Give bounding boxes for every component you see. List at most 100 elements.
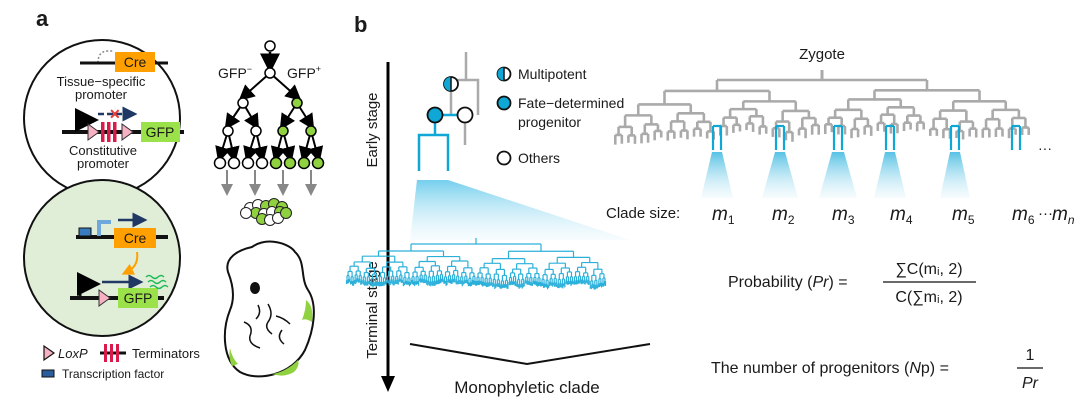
ellipsis: ··· bbox=[1038, 140, 1052, 156]
fate-determined-legend-icon bbox=[496, 95, 512, 111]
clade-size-dots: ··· bbox=[1038, 205, 1053, 222]
gfp-positive-label: GFP+ bbox=[287, 64, 321, 81]
construct-uninduced: Cre Tissue−specific promoter ✕ GFP Const… bbox=[23, 39, 184, 197]
cre-gene-label: Cre bbox=[124, 54, 147, 70]
gfp-negative-label: GFP− bbox=[218, 64, 252, 81]
clade-bracket bbox=[409, 343, 651, 366]
embryo-illustration bbox=[223, 240, 315, 378]
lineage-edge bbox=[238, 72, 271, 101]
zoom-fan bbox=[410, 180, 630, 240]
blocked-x-icon: ✕ bbox=[109, 106, 121, 122]
multipotent-legend-label: Multipotent bbox=[518, 66, 587, 82]
probability-label: Probability (Pr) = bbox=[728, 274, 848, 291]
cre-gene-box bbox=[114, 228, 156, 248]
gfp-negative-cell bbox=[255, 156, 269, 170]
terminators-icon bbox=[101, 122, 117, 142]
cell-node bbox=[264, 67, 276, 79]
progenitor-schematic bbox=[417, 52, 480, 171]
probability-denominator: C(∑mᵢ, 2) bbox=[895, 289, 962, 306]
gfp-positive-cell bbox=[291, 97, 303, 109]
monophyletic-clade-tree bbox=[345, 238, 607, 290]
loxp-icon bbox=[121, 123, 134, 141]
promoter-label: promoter bbox=[75, 87, 128, 102]
tissue-specific-label: Tissue−specific bbox=[57, 74, 146, 89]
gfp-gene-label: GFP bbox=[124, 290, 153, 306]
fate-determined-node-icon bbox=[426, 106, 444, 124]
gfp-positive-cell bbox=[297, 156, 311, 170]
gfp-positive-cell bbox=[269, 156, 283, 170]
gfp-negative-cell bbox=[250, 125, 262, 137]
gfp-negative-cell bbox=[222, 125, 234, 137]
gfp-mrna-icon bbox=[145, 274, 169, 290]
gfp-negative-cell bbox=[237, 97, 249, 109]
clade-fan bbox=[762, 152, 798, 198]
gfp-negative-cell bbox=[227, 156, 241, 170]
early-stage-label: Early stage bbox=[364, 92, 381, 167]
gfp-gene-label: GFP bbox=[146, 124, 175, 140]
embryo-eye bbox=[250, 282, 260, 294]
clade-fan bbox=[874, 152, 906, 198]
loxp-icon bbox=[43, 344, 56, 362]
clade-fan bbox=[819, 152, 857, 198]
gfp-positive-cell bbox=[305, 125, 317, 137]
terminators-legend-label: Terminators bbox=[132, 346, 200, 361]
cell-node bbox=[264, 40, 276, 52]
terminators-icon bbox=[100, 344, 126, 362]
probability-formula: Probability (Pr) = ∑C(mᵢ, 2) C(∑mᵢ, 2) bbox=[728, 261, 976, 306]
zygote-label: Zygote bbox=[799, 46, 845, 63]
lineage-tree-gfp bbox=[213, 40, 325, 196]
clade-size-label: Clade size: bbox=[606, 205, 680, 222]
clade-size-m3: m3 bbox=[832, 204, 855, 227]
monophyletic-clade-label: Monophyletic clade bbox=[454, 378, 600, 397]
transcription-factor-icon bbox=[41, 369, 55, 378]
transcription-factor-icon bbox=[78, 227, 92, 237]
gfp-positive-cell bbox=[280, 207, 292, 219]
loxp-icon bbox=[87, 123, 100, 141]
others-legend-label: Others bbox=[518, 150, 560, 166]
panel-b-legend: Multipotent Fate−determined progenitor O… bbox=[496, 66, 624, 166]
constitutive-promoter-icon bbox=[77, 272, 101, 298]
clade-size-m6: m6 bbox=[1012, 204, 1035, 227]
gfp-gene-box bbox=[141, 122, 180, 142]
panel-a-legend: LoxP Terminators Transcription factor bbox=[41, 344, 200, 381]
gfp-negative-cell bbox=[213, 156, 227, 170]
gfp-negative-cell bbox=[240, 207, 252, 219]
np-numerator: 1 bbox=[1026, 347, 1035, 364]
cre-gene-box bbox=[115, 52, 155, 72]
clade-fan bbox=[940, 152, 970, 198]
gfp-negative-cell bbox=[241, 156, 255, 170]
gfp-positive-cell bbox=[311, 156, 325, 170]
others-legend-icon bbox=[496, 150, 512, 166]
multipotent-node-icon bbox=[443, 76, 459, 92]
recombination-arrow bbox=[121, 251, 139, 275]
progenitor-number-label: The number of progenitors (Np) = bbox=[711, 360, 949, 377]
probability-numerator: ∑C(mᵢ, 2) bbox=[895, 261, 962, 278]
constitutive-label: Constitutive bbox=[69, 143, 137, 158]
construct-induced: Cre GFP bbox=[23, 179, 181, 337]
tissue-promoter-active-icon bbox=[97, 220, 111, 236]
inactive-promoter-arrow-icon bbox=[97, 50, 114, 64]
panel-b-label: b bbox=[354, 12, 367, 37]
loxp-icon bbox=[98, 289, 111, 307]
np-denominator: Pr bbox=[1022, 375, 1039, 392]
constitutive-promoter-icon bbox=[75, 108, 99, 132]
gfp-gene-box bbox=[118, 288, 158, 308]
panel-a-label: a bbox=[36, 6, 49, 31]
progenitor-legend-label: progenitor bbox=[518, 114, 581, 130]
clade-size-m4: m4 bbox=[890, 204, 913, 227]
promoter-label: promoter bbox=[77, 156, 130, 171]
clade-size-m5: m5 bbox=[952, 204, 975, 227]
progenitor-number-formula: The number of progenitors (Np) = 1 Pr bbox=[711, 347, 1043, 392]
loxp-legend-label: LoxP bbox=[58, 346, 88, 361]
arrow-down-icon bbox=[381, 376, 395, 392]
tf-legend-label: Transcription factor bbox=[62, 367, 164, 381]
zygote-lineage-tree bbox=[613, 70, 1031, 150]
gfp-positive-cell bbox=[283, 156, 297, 170]
clade-size-m2: m2 bbox=[772, 204, 795, 227]
developmental-time-axis: Early stage Terminal stage bbox=[364, 62, 395, 392]
lineage-edge bbox=[269, 72, 302, 101]
gfp-positive-cell bbox=[277, 125, 289, 137]
other-node-icon bbox=[456, 106, 474, 124]
